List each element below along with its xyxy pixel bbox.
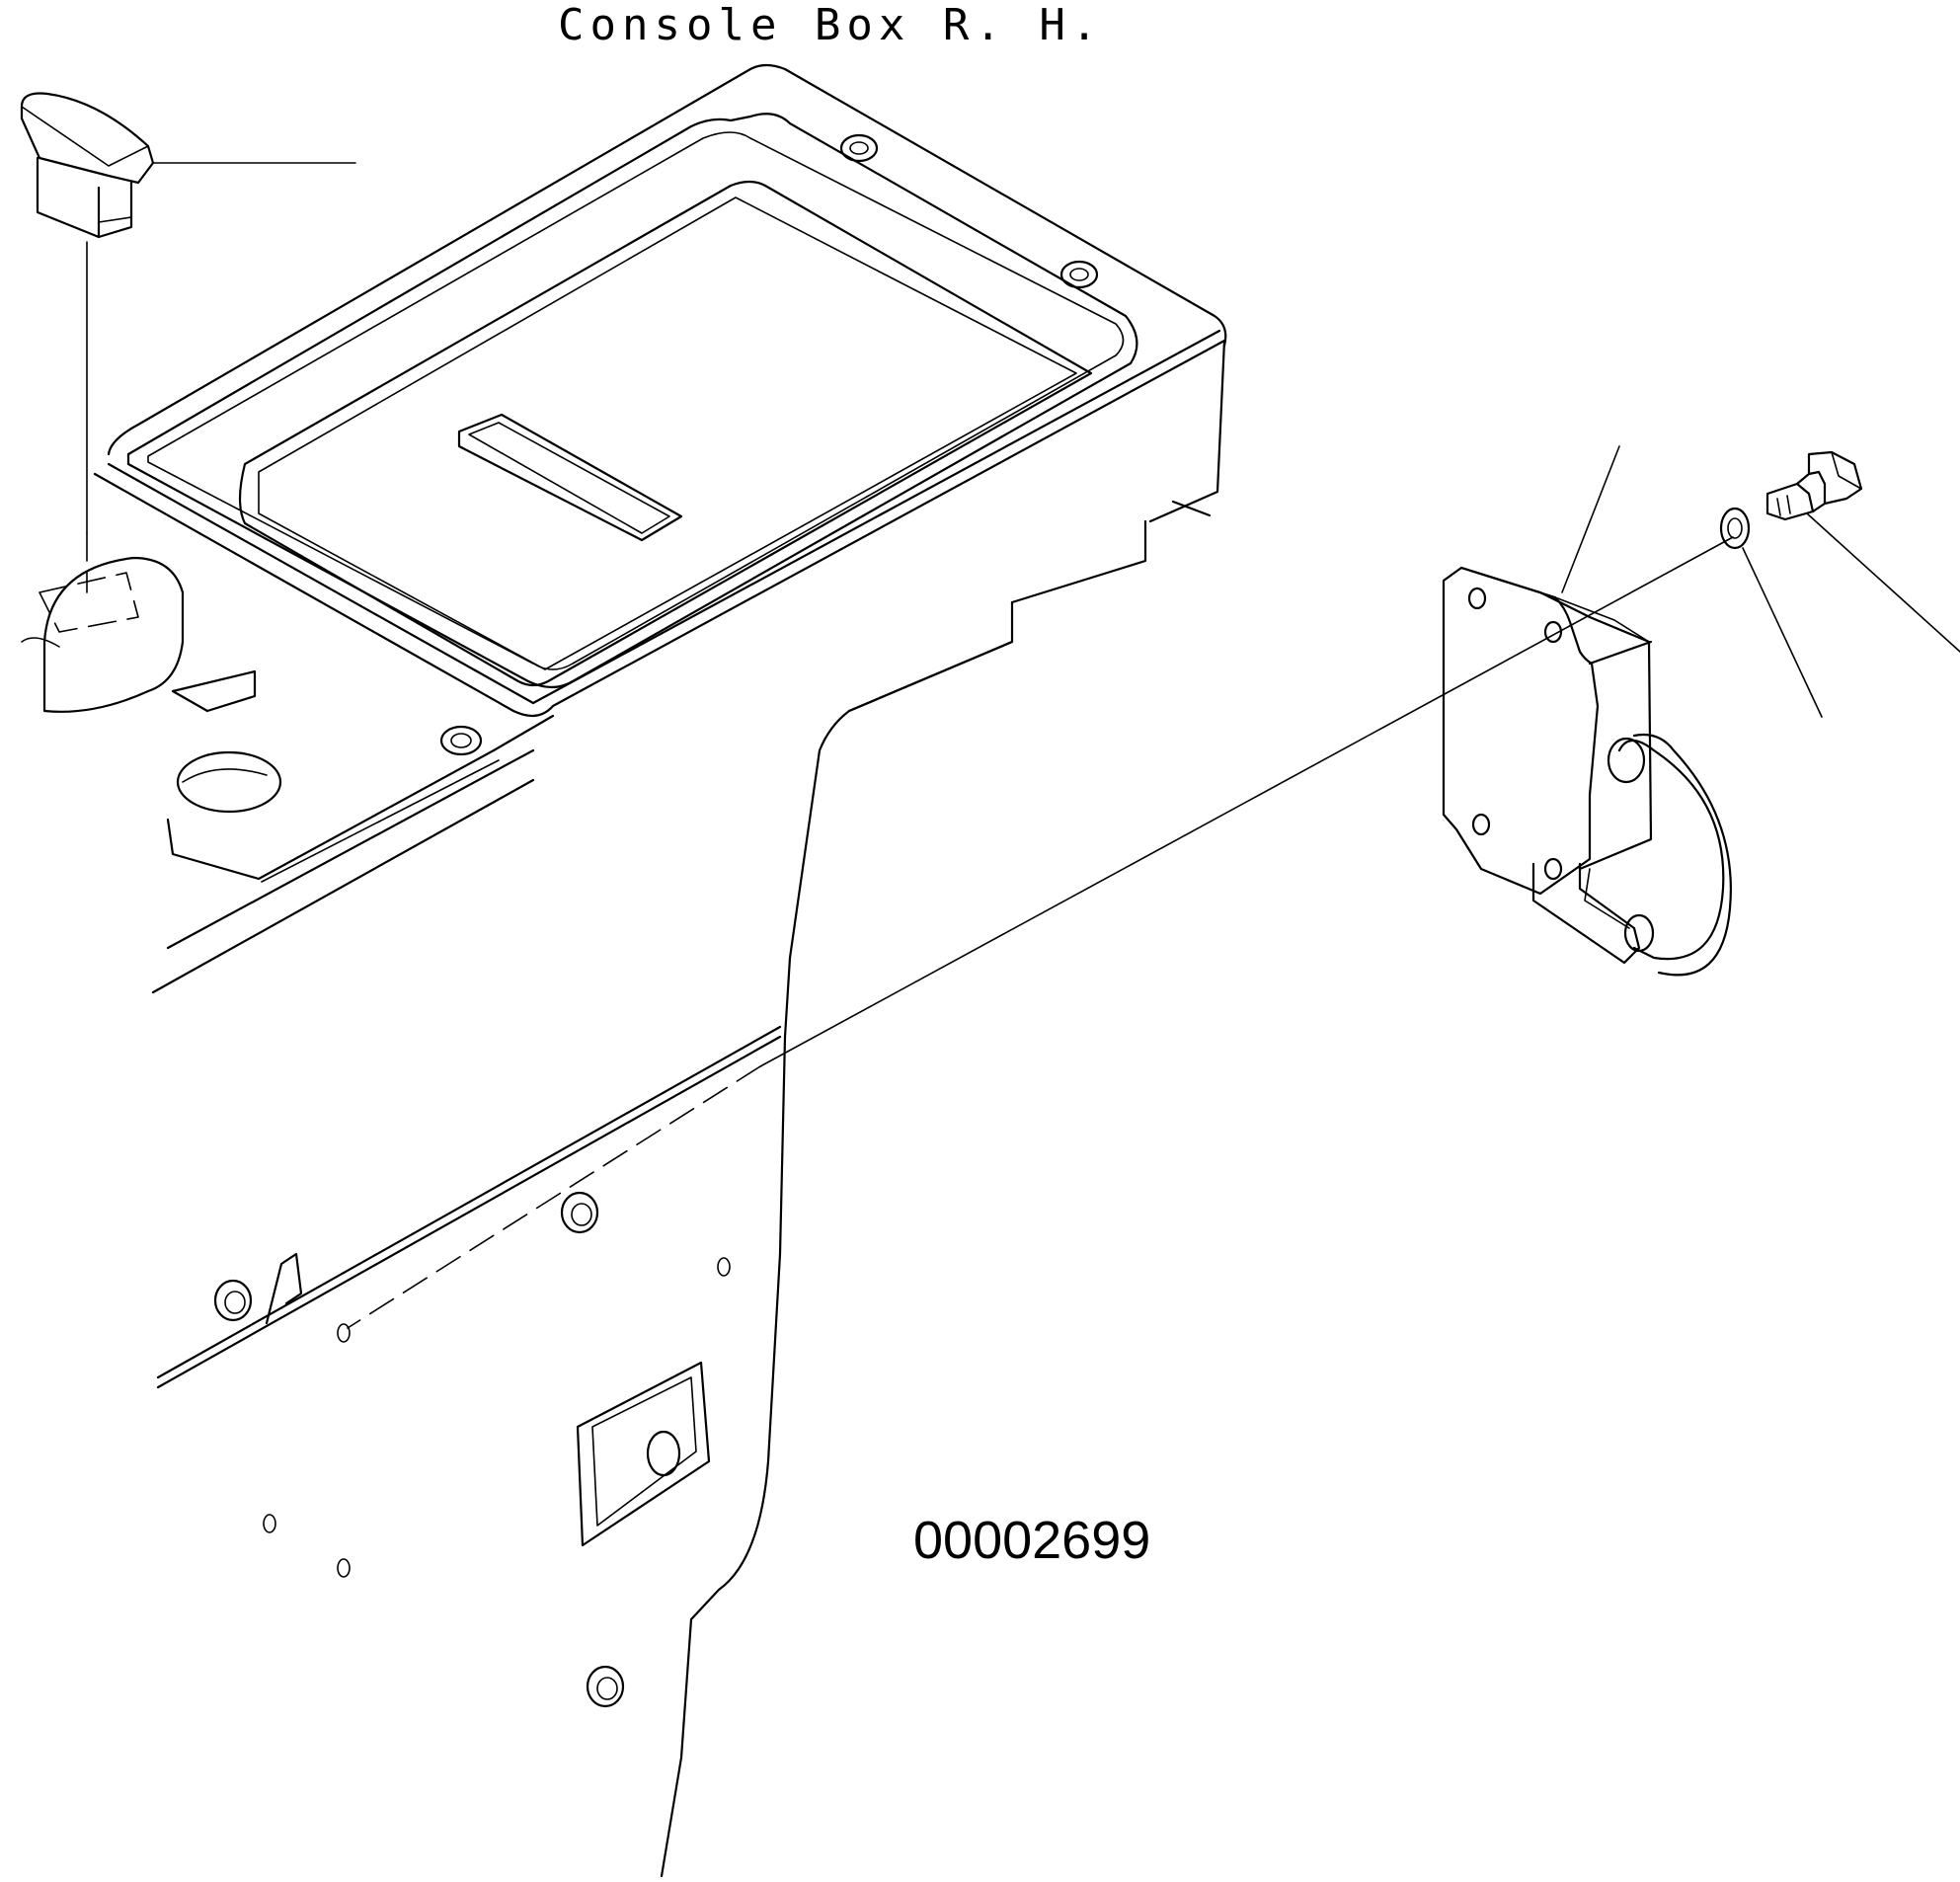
diagram-title: Console Box R. H.	[558, 0, 1103, 50]
screw-head	[839, 133, 879, 163]
switch-knob	[20, 92, 356, 239]
panel-screw	[586, 1665, 625, 1708]
panel-screw	[560, 1191, 599, 1234]
washer	[1719, 507, 1823, 718]
control-module	[1442, 445, 1732, 977]
bolt	[1765, 450, 1960, 653]
console-box-rh	[21, 63, 1227, 1878]
figure-number: 00002699	[913, 1511, 1150, 1570]
panel-screw	[213, 1279, 253, 1322]
screw-head	[1059, 260, 1099, 289]
screw-head	[439, 725, 483, 756]
